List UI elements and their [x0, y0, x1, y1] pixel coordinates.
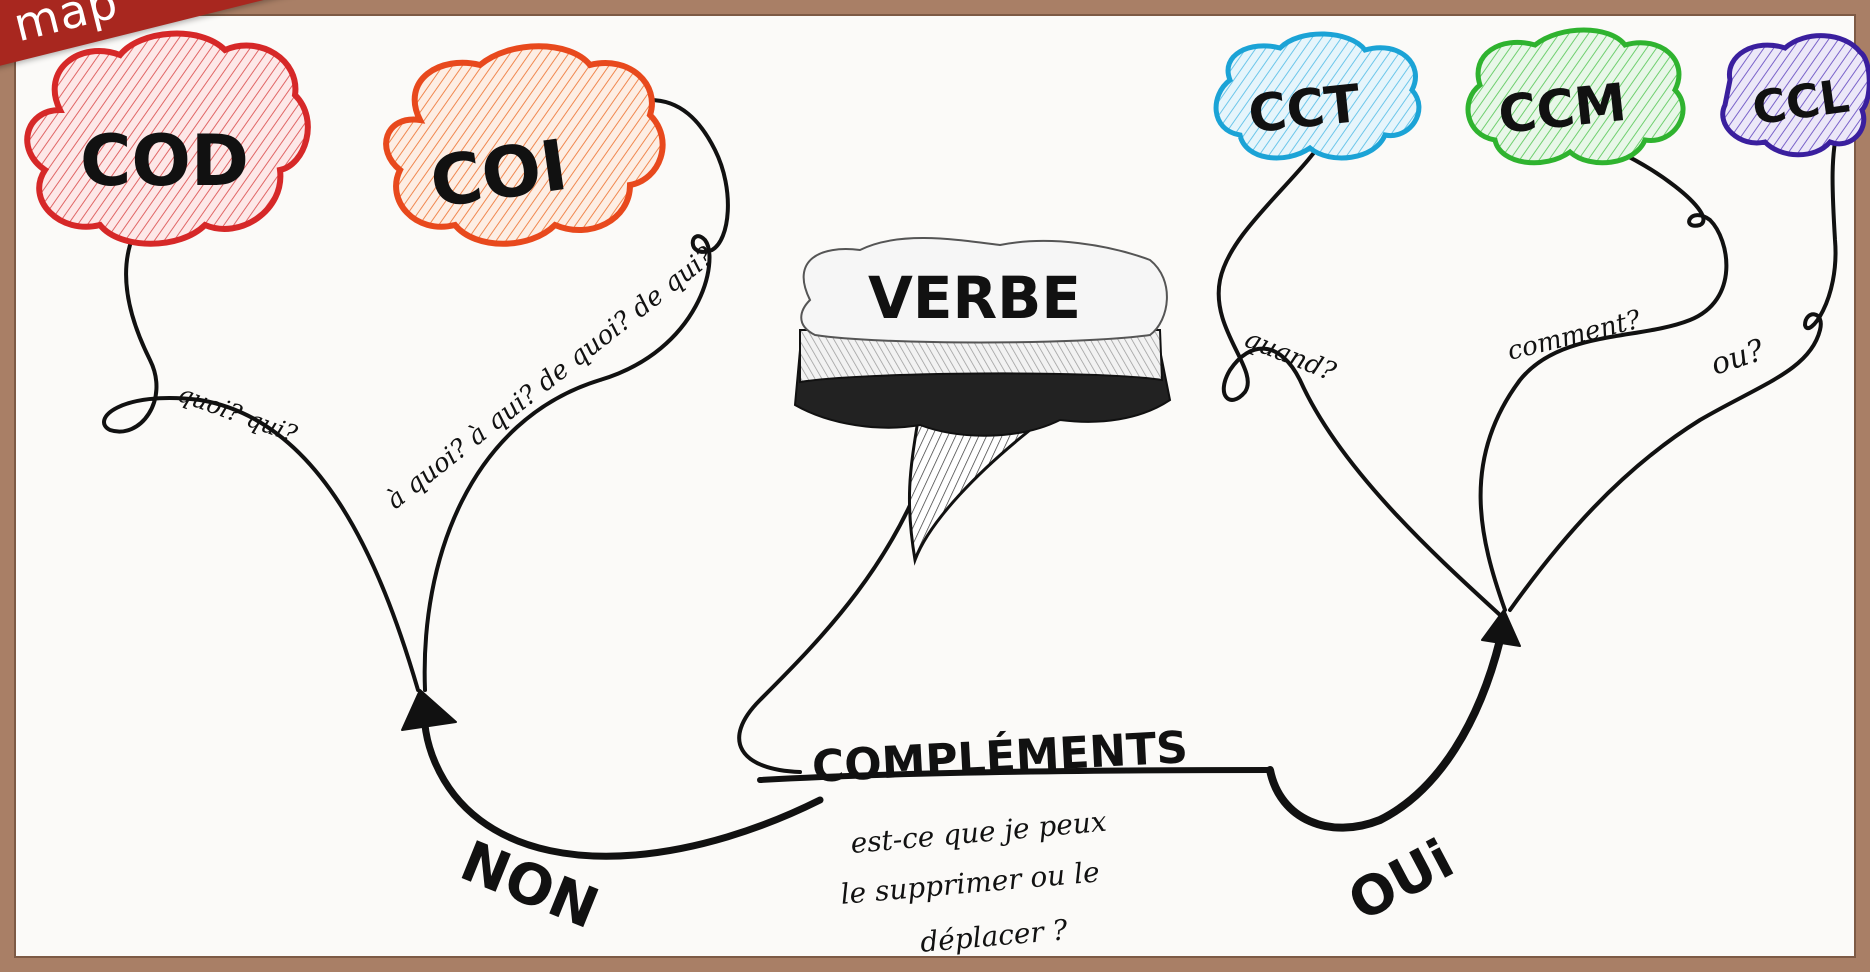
verbe-connector [737, 438, 937, 774]
oui-label: OUi [1338, 827, 1463, 933]
ccm-question: comment? [1504, 305, 1644, 367]
cct-label: CCT [1246, 74, 1364, 145]
cct-cloud-shape [1213, 31, 1422, 161]
verbe-node: VERBE [793, 237, 1172, 566]
oui-arrow-head [1481, 609, 1521, 647]
cct-branch-line [1216, 128, 1502, 617]
coi-cloud-shape [383, 43, 666, 247]
verbe-label: VERBE [868, 264, 1081, 332]
coi-label: COI [425, 124, 572, 224]
coi-branch-line [422, 98, 730, 692]
ccm-branch-line [1478, 98, 1729, 612]
non-arrow-head [401, 689, 457, 731]
ccm-cloud-shape [1465, 27, 1686, 166]
ccm-label: CCM [1496, 73, 1630, 146]
verbe-fringe-top [799, 329, 1164, 384]
complements-question-line2: le supprimer ou le [839, 855, 1101, 911]
ccm-node: CCM [1465, 27, 1686, 166]
coi-question: à quoi? à qui? de quoi? de qui? [381, 241, 721, 516]
cod-question: quoi? qui? [174, 379, 301, 448]
complements-label: COMPLÉMENTS [811, 720, 1189, 793]
verbe-cushion [800, 237, 1168, 344]
oui-branch-line [1266, 636, 1504, 832]
cod-branch-line [102, 243, 420, 692]
cod-label: COD [80, 120, 249, 202]
non-branch-line [420, 696, 824, 860]
complements-question-line1: est-ce que je peux [849, 805, 1108, 860]
ccl-node: CCL [1720, 33, 1870, 158]
cct-question: quand? [1239, 324, 1340, 388]
cod-node: COD [24, 30, 311, 247]
verbe-stem [907, 418, 1034, 566]
ccl-branch-line [1508, 118, 1842, 612]
complements-underline [757, 767, 1273, 783]
ccl-cloud-shape [1720, 33, 1870, 158]
ccl-question: ou? [1707, 333, 1770, 383]
cod-cloud-shape [24, 30, 311, 247]
coi-node: COI [383, 43, 666, 247]
cct-node: CCT [1213, 31, 1422, 161]
complements-question-line3: déplacer ? [919, 913, 1070, 959]
ccl-label: CCL [1749, 68, 1852, 135]
